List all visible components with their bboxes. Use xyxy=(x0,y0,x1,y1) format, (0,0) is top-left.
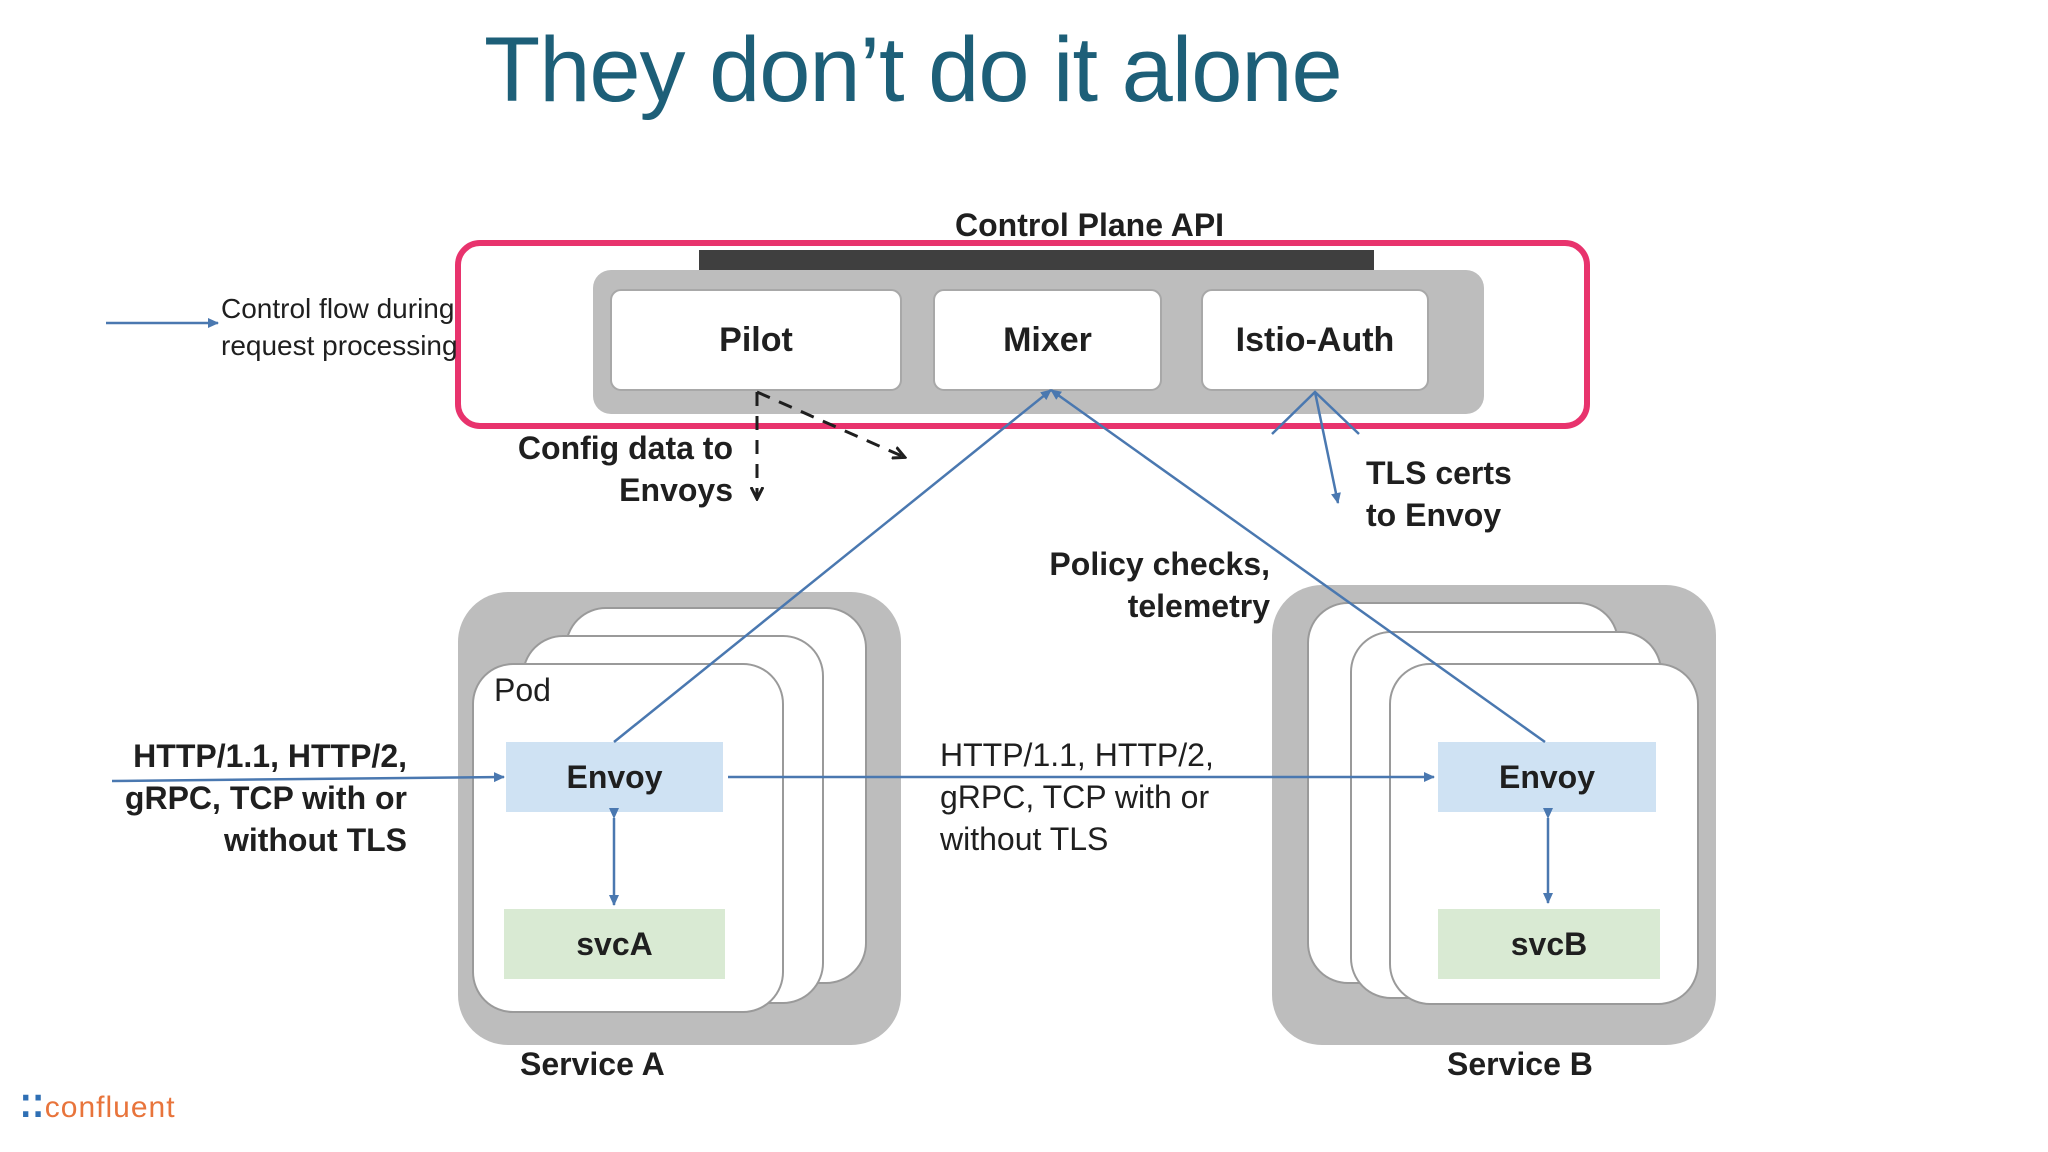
config-arrow-diagonal xyxy=(756,390,904,457)
confluent-logo: ⁚⁚confluent xyxy=(20,1090,176,1125)
tls-certs-arrow xyxy=(1313,391,1341,504)
logo-mark: ⁚⁚ xyxy=(20,1091,45,1124)
pilot-box xyxy=(610,289,902,391)
inbound-protocols-line-1: HTTP/1.1, HTTP/2, xyxy=(133,738,407,774)
config-data-label: Config data to Envoys xyxy=(498,427,733,511)
envoy-a-label: Envoy xyxy=(566,758,663,795)
tls-certs-line-1: TLS certs xyxy=(1366,455,1512,491)
legend-line-2: request processing xyxy=(221,329,458,361)
control-plane-api-bar xyxy=(699,250,1374,270)
config-data-line-2: Envoys xyxy=(619,472,733,509)
envoy-b-box xyxy=(1438,742,1656,812)
config-data-line-1: Config data to xyxy=(517,430,733,466)
tls-certs-label: TLS certs to Envoy xyxy=(1366,452,1512,536)
envoy-a-to-mixer-arrow xyxy=(613,389,1052,743)
between-protocols-label: HTTP/1.1, HTTP/2, gRPC, TCP with or with… xyxy=(940,734,1214,861)
envoy-b-to-mixer-arrow xyxy=(1050,388,1546,744)
pilot-label: Pilot xyxy=(719,320,793,359)
svca-label: svcA xyxy=(576,925,653,962)
pod-label: Pod xyxy=(494,672,551,708)
legend-text: Control flow during request processing xyxy=(221,291,458,365)
slide-title: They don’t do it alone xyxy=(484,19,1343,121)
logo-text: confluent xyxy=(44,1091,176,1124)
policy-checks-line-1: Policy checks, xyxy=(1049,546,1270,582)
istio-auth-box xyxy=(1201,289,1429,391)
between-protocols-line-3: without TLS xyxy=(940,821,1109,858)
service-a-label: Service A xyxy=(520,1046,665,1082)
tls-certs-line-2: to Envoy xyxy=(1366,497,1502,534)
inbound-protocols-line-3: without TLS xyxy=(223,822,407,859)
between-protocols-line-2: gRPC, TCP with or xyxy=(940,779,1210,816)
inbound-protocols-label: HTTP/1.1, HTTP/2, gRPC, TCP with or with… xyxy=(80,735,407,862)
control-plane-api-label: Control Plane API xyxy=(955,207,1225,243)
envoy-a-box xyxy=(506,742,723,812)
envoy-b-label: Envoy xyxy=(1498,758,1596,795)
istio-auth-label: Istio-Auth xyxy=(1235,320,1395,359)
service-b-label: Service B xyxy=(1447,1046,1593,1082)
inbound-arrow xyxy=(111,772,505,783)
mixer-label: Mixer xyxy=(1003,320,1092,359)
svca-box xyxy=(504,909,725,979)
legend-line-1: Control flow during xyxy=(221,293,455,324)
svcb-box xyxy=(1438,909,1660,979)
policy-checks-label: Policy checks, telemetry xyxy=(1020,543,1270,627)
inbound-protocols-line-2: gRPC, TCP with or xyxy=(124,780,407,817)
svcb-label: svcB xyxy=(1510,925,1588,962)
between-protocols-line-1: HTTP/1.1, HTTP/2, xyxy=(940,737,1214,773)
control-plane-highlight xyxy=(455,240,1590,429)
policy-checks-line-2: telemetry xyxy=(1127,588,1270,625)
